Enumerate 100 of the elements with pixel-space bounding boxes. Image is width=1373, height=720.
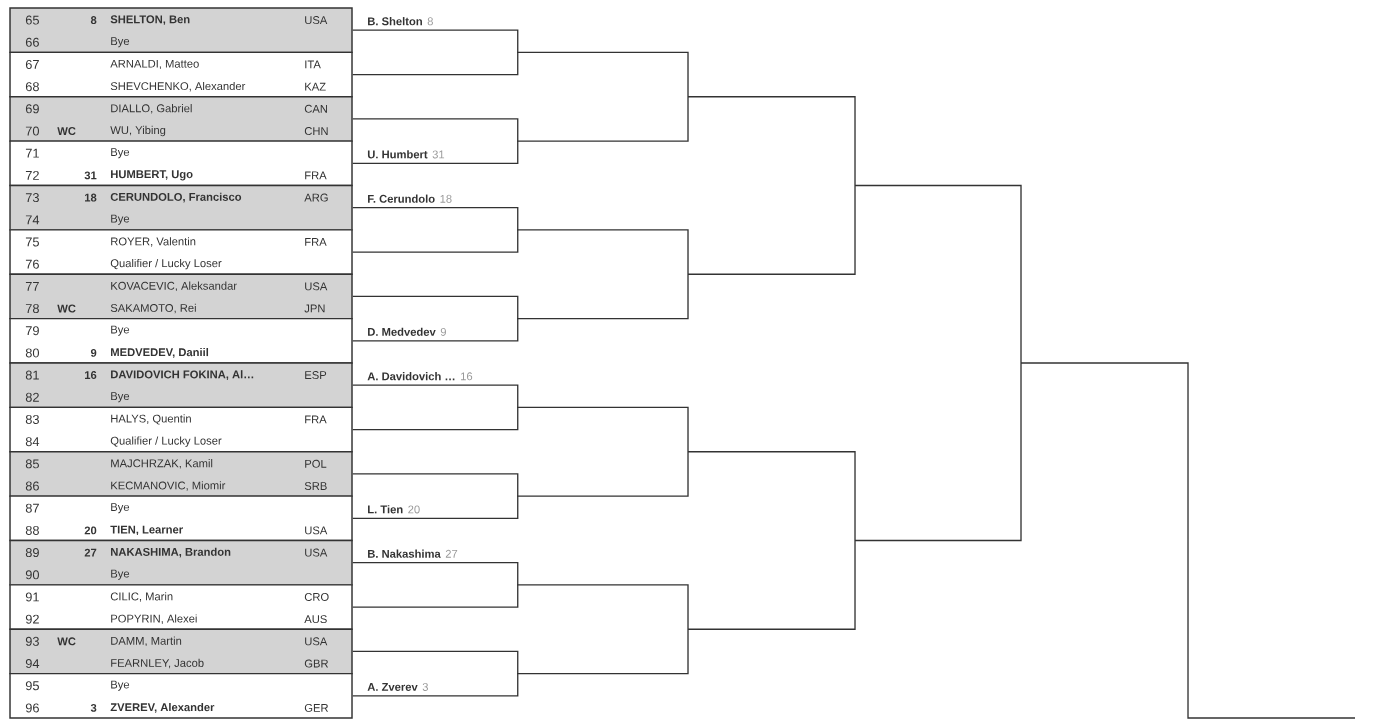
player-name: Bye: [111, 37, 130, 48]
country-code: USA: [305, 526, 328, 535]
player-name: CERUNDOLO, Francisco: [110, 192, 242, 203]
entry-number: 77: [25, 281, 39, 291]
match-box: [9, 317, 353, 364]
entry-status: WC: [57, 127, 76, 135]
entry-number: 96: [25, 703, 39, 713]
seed-number: 18: [85, 193, 97, 202]
player-name: SHEVCHENKO, Alexander: [110, 81, 246, 92]
entry-number: 83: [25, 414, 39, 424]
seed-number: 16: [85, 371, 97, 380]
player-name: Bye: [111, 503, 130, 514]
bracket-line: [352, 473, 519, 519]
entry-number: 66: [25, 37, 39, 47]
country-code: CAN: [304, 104, 327, 113]
player-name: ROYER, Valentin: [111, 237, 196, 247]
bracket-line: [352, 295, 519, 342]
player-name: KECMANOVIC, Miomir: [111, 481, 226, 491]
entry-number: 69: [25, 104, 39, 114]
country-code: USA: [305, 548, 328, 557]
entry-number: 87: [25, 503, 39, 513]
match-box: [9, 406, 353, 453]
seed-number: 16: [461, 372, 473, 381]
player-name: Bye: [111, 569, 130, 580]
player-name: WU, Yibing: [110, 125, 166, 137]
player-name: HUMBERT, Ugo: [111, 170, 193, 181]
player-name: POPYRIN, Alexei: [111, 614, 197, 624]
bracket-line: [352, 650, 519, 697]
country-code: CRO: [304, 593, 329, 601]
seed-number: 3: [422, 683, 428, 691]
entry-number: 85: [25, 459, 39, 469]
player-name: DIALLO, Gabriel: [111, 104, 192, 114]
match-box: [9, 495, 353, 542]
player-name: SAKAMOTO, Rei: [110, 303, 196, 314]
entry-number: 67: [25, 59, 39, 69]
winner-name: A. Zverev: [367, 683, 418, 691]
winner-name: B. Shelton: [368, 17, 422, 26]
entry-number: 95: [25, 681, 39, 691]
entry-number: 91: [25, 592, 39, 602]
country-code: SRB: [304, 482, 327, 490]
country-code: GER: [304, 703, 329, 712]
player-name: Qualifier / Lucky Loser: [110, 258, 222, 270]
bracket-line: [352, 384, 519, 431]
match-box: [9, 584, 353, 630]
bracket-line: [352, 207, 519, 253]
player-name: MAJCHRZAK, Kamil: [111, 459, 213, 469]
match-box: [9, 7, 353, 54]
country-code: USA: [305, 16, 328, 25]
winner-name: B. Nakashima: [368, 549, 441, 558]
player-name: MEDVEDEV, Daniil: [111, 348, 209, 358]
match-box: [9, 51, 353, 98]
match-box: [9, 273, 353, 320]
country-code: FRA: [305, 171, 327, 180]
seed-number: 9: [90, 348, 97, 357]
match-box: [9, 539, 353, 586]
player-name: DAMM, Martin: [111, 636, 182, 647]
country-code: JPN: [304, 304, 325, 313]
country-code: AUS: [304, 615, 327, 624]
player-name: Bye: [111, 325, 130, 336]
entry-number: 86: [25, 481, 39, 491]
entry-number: 68: [25, 82, 39, 92]
seed-number: 27: [445, 549, 458, 558]
entry-number: 92: [25, 614, 39, 624]
entry-status: WC: [57, 304, 76, 313]
match-box: [9, 96, 353, 142]
country-code: GBR: [304, 659, 329, 668]
player-name: Bye: [111, 680, 130, 691]
entry-number: 76: [25, 259, 39, 269]
entry-number: 81: [25, 370, 39, 380]
winner-name: U. Humbert: [367, 150, 428, 159]
match-box: [9, 362, 353, 409]
entry-number: 72: [25, 170, 39, 180]
country-code: FRA: [305, 415, 327, 424]
entry-number: 74: [25, 215, 40, 225]
country-code: CHN: [304, 127, 328, 135]
seed-number: 20: [408, 505, 420, 514]
player-name: CILIC, Marin: [110, 592, 173, 602]
match-box: [9, 451, 353, 497]
winner-name: L. Tien: [368, 505, 403, 514]
seed-number: 8: [427, 17, 433, 26]
entry-number: 65: [25, 15, 39, 25]
entry-number: 78: [25, 304, 39, 314]
country-code: ESP: [305, 371, 327, 380]
entry-number: 90: [25, 570, 39, 580]
match-box: [9, 140, 353, 187]
entry-number: 93: [25, 636, 39, 646]
bracket-line: [352, 29, 519, 76]
country-code: ARG: [304, 193, 328, 202]
seed-number: 9: [440, 328, 446, 336]
entry-number: 79: [25, 326, 39, 336]
bracket-line: [352, 118, 519, 164]
entry-number: 82: [25, 392, 39, 402]
seed-number: 27: [84, 548, 97, 557]
entry-number: 71: [25, 148, 39, 158]
player-name: ZVEREV, Alexander: [110, 703, 215, 713]
seed-number: 18: [440, 194, 452, 203]
bracket-line: [352, 562, 519, 608]
player-name: SHELTON, Ben: [110, 15, 190, 25]
entry-number: 70: [25, 126, 39, 136]
winner-name: A. Davidovich …: [367, 372, 455, 381]
